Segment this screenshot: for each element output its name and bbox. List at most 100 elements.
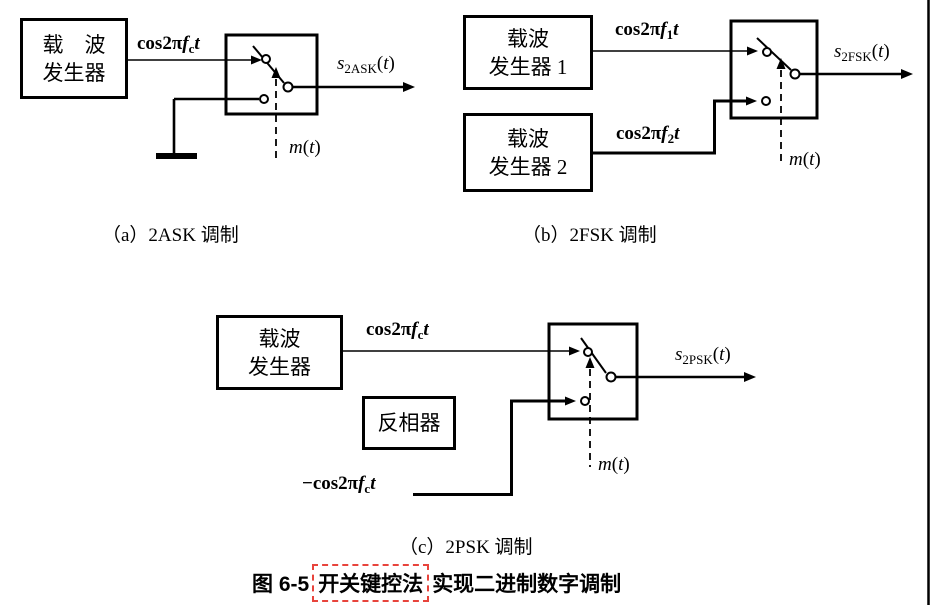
switch-box-b — [729, 19, 819, 120]
math-text: ( — [712, 344, 720, 365]
switch-contact-top-b — [762, 47, 772, 57]
math-var: f — [661, 123, 668, 144]
box-label-line1: 载波 — [507, 26, 549, 51]
math-text: ) — [314, 137, 321, 158]
output-arrowhead-a — [403, 82, 415, 92]
carrier2-arrowhead-b — [746, 96, 757, 106]
math-text: ) — [814, 149, 821, 170]
math-sub: c — [364, 481, 371, 496]
math-var: s — [675, 344, 683, 365]
math-sub: c — [188, 41, 195, 56]
switch-pole-b — [789, 68, 801, 80]
math-var: t — [673, 19, 679, 40]
math-var: s — [337, 53, 345, 74]
math-text: ) — [724, 344, 731, 365]
box-label-line1: 载 波 — [42, 32, 106, 57]
math-text: ) — [883, 41, 890, 62]
math-text: cos2π — [615, 19, 661, 40]
carrier-generator-box-c: 载波 发生器 — [216, 315, 343, 390]
diagram-a-wires — [128, 33, 415, 160]
math-var: f — [358, 473, 365, 494]
carrier-arrowhead-c — [569, 346, 580, 356]
control-signal-label-b: m(t) — [789, 149, 821, 171]
control-signal-label-c: m(t) — [598, 454, 630, 476]
math-var: m — [789, 149, 803, 170]
carrier-signal-label-c: cos2πfct — [366, 319, 429, 343]
math-text: ( — [611, 454, 619, 475]
output-signal-label-c: s2PSK(t) — [675, 344, 731, 368]
box-label-line2: 发生器 — [42, 60, 106, 85]
math-var: m — [598, 454, 612, 475]
math-text: cos2π — [366, 319, 412, 340]
caption-b: （b）2FSK 调制 — [522, 225, 657, 246]
carrier-arrowhead-a — [251, 55, 262, 65]
carrier-generator-box-a: 载 波 发生器 — [20, 18, 128, 99]
output-arrowhead-c — [744, 372, 756, 382]
box-label-line1: 载波 — [507, 126, 549, 151]
switch-box-c — [547, 322, 639, 421]
math-text: cos2π — [616, 123, 662, 144]
inverted-carrier-arrowhead-c — [565, 396, 576, 406]
carrier-signal-label-a: cos2πfct — [137, 33, 200, 57]
math-var: f — [182, 33, 189, 54]
output-signal-label-a: s2ASK(t) — [337, 53, 395, 77]
math-var: t — [674, 123, 680, 144]
control-arrowhead-a — [271, 67, 281, 78]
switch-arm-c — [580, 337, 607, 374]
control-arrowhead-b — [776, 58, 786, 69]
inverted-carrier-line-c — [413, 399, 565, 496]
switch-pole-a — [282, 81, 294, 93]
math-sub: 2 — [667, 131, 675, 146]
figure-caption-highlight-box: 开关键控法 — [312, 564, 430, 602]
diagram-b-wires — [593, 19, 913, 162]
math-sub: 2FSK — [841, 49, 872, 64]
math-var: t — [618, 454, 624, 475]
inverter-box-c: 反相器 — [362, 396, 456, 450]
box-label-line2: 发生器 2 — [488, 154, 568, 179]
caption-c: （c）2PSK 调制 — [399, 537, 533, 558]
switch-pole-c — [605, 371, 617, 383]
caption-a: （a）2ASK 调制 — [102, 225, 239, 246]
box-label-line2: 发生器 1 — [488, 54, 568, 79]
math-var: t — [878, 41, 884, 62]
math-var: t — [194, 33, 200, 54]
box-label-line1: 反相器 — [377, 411, 441, 435]
math-var: t — [423, 319, 429, 340]
switch-arm-b — [756, 37, 792, 71]
math-var: t — [719, 344, 725, 365]
output-signal-label-b: s2FSK(t) — [834, 41, 890, 65]
math-var: f — [660, 19, 667, 40]
math-sub: c — [417, 327, 424, 342]
math-text: −cos2π — [302, 473, 359, 494]
figure-caption: 图 6-5 开关键控法 实现二进制数字调制 — [252, 564, 621, 602]
switch-contact-top-a — [261, 54, 271, 64]
carrier-generator2-box-b: 载波 发生器 2 — [463, 113, 593, 192]
carrier2-signal-label-b: cos2πf2t — [616, 123, 679, 147]
math-sub: 2PSK — [682, 352, 713, 367]
control-signal-label-a: m(t) — [289, 137, 321, 159]
diagram-c-wires — [343, 322, 756, 496]
figure-caption-rest: 实现二进制数字调制 — [432, 573, 622, 596]
math-text: cos2π — [137, 33, 183, 54]
switch-box-a — [224, 33, 319, 116]
carrier-generator1-box-b: 载波 发生器 1 — [463, 15, 593, 90]
math-var: s — [834, 41, 842, 62]
math-var: t — [809, 149, 815, 170]
math-text: ) — [623, 454, 630, 475]
math-text: ( — [302, 137, 310, 158]
carrier1-signal-label-b: cos2πf1t — [615, 19, 678, 43]
switch-contact-bottom-a — [259, 94, 269, 104]
math-var: t — [309, 137, 315, 158]
box-label-line2: 发生器 — [248, 354, 311, 379]
math-text: ) — [388, 53, 395, 74]
math-var: f — [411, 319, 418, 340]
box-label-line1: 载波 — [258, 326, 301, 351]
math-text: ( — [802, 149, 810, 170]
math-sub: 2ASK — [344, 61, 377, 76]
inverted-carrier-label-c: −cos2πfct — [302, 473, 375, 497]
figure-caption-prefix: 图 6-5 — [252, 573, 310, 596]
control-arrowhead-c — [585, 357, 595, 368]
switch-contact-bottom-b — [761, 96, 771, 106]
